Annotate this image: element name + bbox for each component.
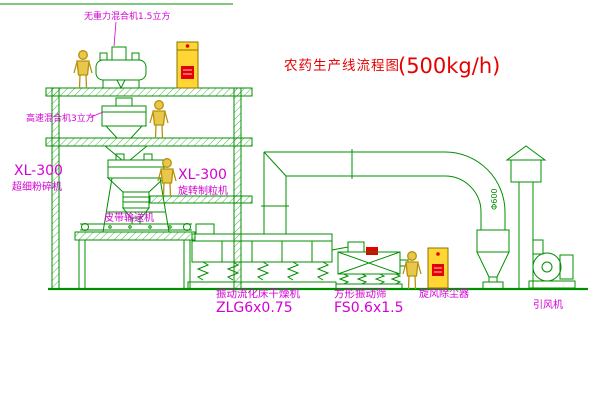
label-high-speed-mixer: 高速混合机3立方 xyxy=(26,112,95,124)
indicator-light xyxy=(185,44,190,48)
cabinet-label-plate xyxy=(181,66,194,79)
spring xyxy=(256,261,270,281)
dryer-inlet xyxy=(195,223,215,235)
leader-gravity-mixer xyxy=(113,21,117,47)
support-frame xyxy=(102,177,170,233)
spring xyxy=(286,261,300,281)
belt-conveyor xyxy=(80,223,192,231)
floor-slab-top xyxy=(45,87,253,97)
platform xyxy=(74,231,196,241)
worker-figure-3 xyxy=(157,158,177,197)
gravity-free-mixer xyxy=(95,46,147,90)
label-granulator-name: 旋转制粒机 xyxy=(178,184,228,197)
label-pulverizer-model: XL-300 xyxy=(14,163,63,179)
label-vibrating-screen: 方形振动筛 xyxy=(334,287,387,300)
fluid-bed-dryer xyxy=(187,223,337,290)
label-belt-conveyor: 皮带输送机 xyxy=(104,211,154,224)
label-pulverizer-name: 超细粉碎机 xyxy=(12,180,62,193)
control-cabinet-2 xyxy=(427,247,449,289)
diagram-title: 农药生产线流程图 xyxy=(284,58,400,74)
discharge-chute xyxy=(104,145,148,161)
spring xyxy=(374,273,386,285)
control-cabinet-1 xyxy=(176,41,199,89)
vibrating-screen xyxy=(331,241,409,290)
label-induced-fan: 引风机 xyxy=(533,298,563,311)
fan-base xyxy=(528,280,576,289)
rain-cap xyxy=(505,145,547,161)
cyclone-separator xyxy=(476,229,510,290)
indicator-light xyxy=(436,252,440,256)
spring xyxy=(226,261,240,281)
exhaust-duct xyxy=(261,149,506,234)
fan-outlet xyxy=(532,239,544,255)
label-gravity-mixer: 无重力混合机1.5立方 xyxy=(84,10,170,22)
diagram-title-capacity: (500kg/h) xyxy=(398,54,500,78)
screen-label-plate xyxy=(366,247,378,255)
floor-slab-3 xyxy=(149,195,253,204)
duct-miter xyxy=(263,151,287,177)
leader-high-speed-mixer xyxy=(90,111,104,118)
spring xyxy=(356,273,368,285)
screen-base xyxy=(335,283,403,290)
label-cyclone: 旋风除尘器 xyxy=(419,287,469,300)
label-granulator-model: XL-300 xyxy=(178,167,227,183)
column-right xyxy=(233,87,242,290)
exhaust-stack xyxy=(505,145,547,289)
induced-draft-fan xyxy=(528,239,576,289)
floor-slab-2 xyxy=(45,137,253,147)
spring xyxy=(316,261,330,281)
cabinet-label-plate xyxy=(432,264,444,276)
screen-feed-box xyxy=(347,241,365,253)
platform-leg-left xyxy=(78,239,86,290)
spring xyxy=(390,273,402,285)
spring xyxy=(338,273,350,285)
label-screen-model: FS0.6x1.5 xyxy=(334,300,404,316)
worker-figure-2 xyxy=(149,100,169,139)
worker-figure-4 xyxy=(402,251,422,290)
label-fluid-bed-dryer: 振动流化床干燥机 xyxy=(216,287,300,300)
high-speed-mixer xyxy=(101,97,148,161)
spring xyxy=(196,261,210,281)
label-fluid-bed-model: ZLG6x0.75 xyxy=(216,300,293,316)
platform-leg-right xyxy=(183,239,191,290)
label-duct-size: Φ600 xyxy=(490,188,499,210)
fan-motor xyxy=(559,254,574,280)
worker-figure-1 xyxy=(73,50,93,89)
